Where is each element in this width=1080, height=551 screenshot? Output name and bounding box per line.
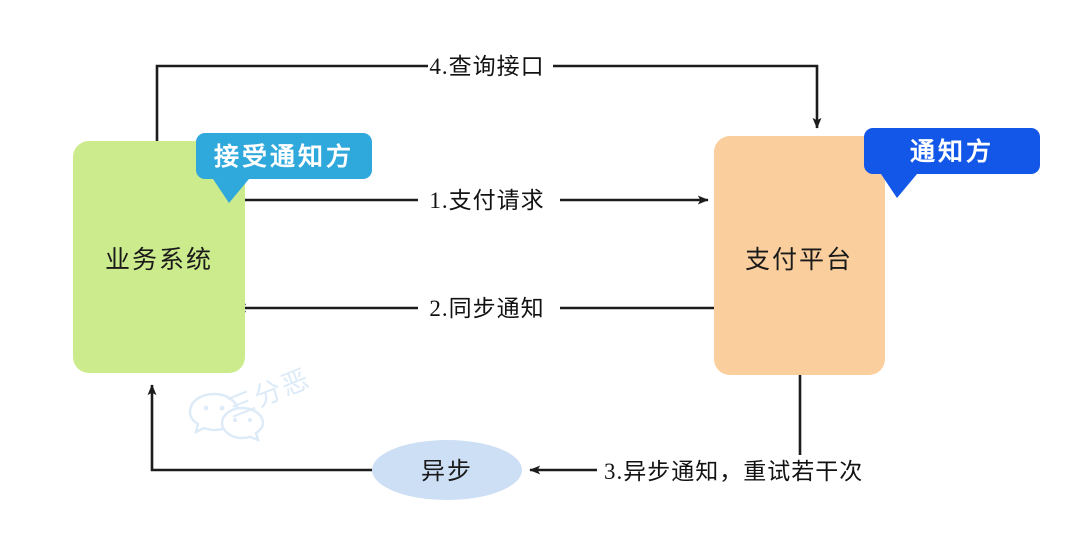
callout-receiver[interactable]: 接受通知方 [196,133,372,203]
business-system-box[interactable] [73,141,245,373]
notifier-callout-bubble[interactable] [864,128,1040,174]
edge-label-payment-request: 1.支付请求 [429,188,544,213]
watermark-text: 三分恶 [223,363,315,423]
watermark: 三分恶 [188,363,315,443]
async-ellipse[interactable] [372,440,522,500]
edge-4-line-right [553,64,822,129]
node-business-system[interactable]: 业务系统 [73,141,245,373]
edge-label-query-interface: 4.查询接口 [429,54,544,79]
business-system-label: 业务系统 [105,246,213,274]
wechat-icon [188,392,265,443]
edge-async-notify [529,375,802,475]
edge-4-line-left [155,64,428,141]
notifier-callout-tail [881,174,917,198]
edge-label-async-notify: 3.异步通知，重试若干次 [604,459,863,484]
async-label: 异步 [421,458,473,485]
callout-notifier[interactable]: 通知方 [864,128,1040,198]
receiver-callout-tail [213,179,249,203]
receiver-callout-label: 接受通知方 [214,142,354,171]
node-payment-platform[interactable]: 支付平台 [714,136,885,375]
payment-platform-box[interactable] [714,136,885,375]
edge-query-interface [155,64,822,141]
edge-async-return [147,384,372,472]
edge-label-sync-notify: 2.同步通知 [429,296,544,321]
edge-async-return-line [147,384,372,472]
receiver-callout-bubble[interactable] [196,133,372,179]
payment-platform-label: 支付平台 [745,246,853,274]
node-async[interactable]: 异步 [372,440,522,500]
notifier-callout-label: 通知方 [910,137,994,166]
